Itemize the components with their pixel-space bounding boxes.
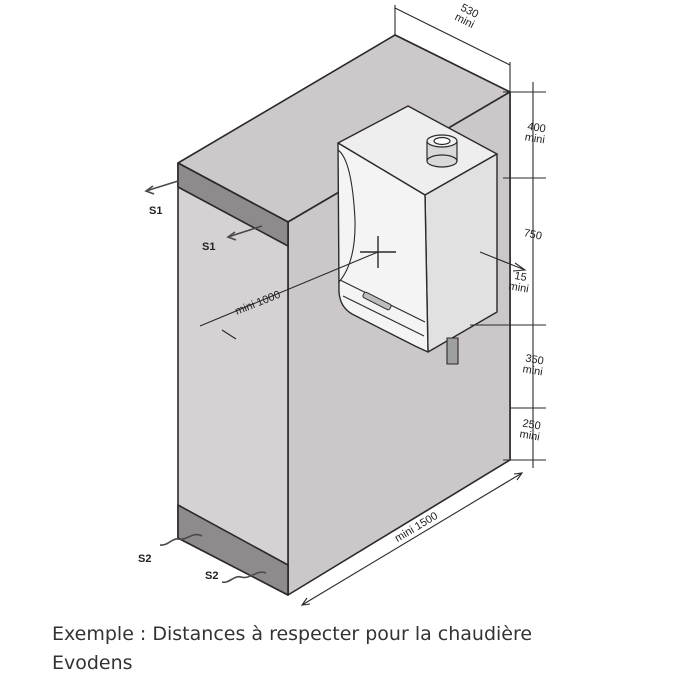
base-dimension-line: [301, 472, 523, 606]
installation-clearance-diagram: 530 mini 400 mini 750 15 mini 350 mini 2…: [138, 2, 546, 606]
side-gap-value: 15: [513, 270, 527, 284]
bottom-gap-value: 250: [521, 418, 541, 433]
figure-caption: Exemple : Distances à respecter pour la …: [52, 620, 672, 678]
ventilation-labels: S1 S1 S2 S2: [138, 205, 218, 582]
base-arrow-left: [300, 597, 311, 606]
control-slot-icon: [362, 291, 392, 311]
s1-inner-arrowhead: [226, 231, 237, 241]
s1-left-label: S1: [149, 205, 162, 217]
below-boiler-value: 350: [524, 353, 544, 368]
side-gap-note: mini: [508, 280, 530, 295]
side-gap-line: [479, 251, 526, 271]
reference-lines: [199, 5, 546, 606]
s1-shelf-band: [177, 162, 289, 247]
boiler-height-value: 750: [523, 227, 543, 243]
s2-left-wave-arrow: [159, 533, 203, 546]
s1-inner-arrow: [227, 225, 263, 238]
s1-left-arrowhead: [144, 185, 155, 195]
s2-inner-wave-arrow: [221, 571, 267, 584]
s2-left-label: S2: [138, 553, 151, 565]
top-width-dimension-line: [394, 7, 511, 66]
boiler-front: [337, 142, 429, 353]
above-boiler-note: mini: [524, 131, 546, 146]
boiler-front-curve: [337, 149, 356, 283]
s1-left-arrow: [145, 180, 179, 192]
base-arrow-right: [513, 472, 524, 481]
s2-inner-label: S2: [205, 570, 218, 582]
above-boiler-value: 400: [526, 121, 546, 136]
below-boiler-note: mini: [522, 363, 544, 378]
ventilation-arrows: [144, 180, 267, 584]
side-gap-arrow: [512, 262, 527, 272]
caption-line-2: Evodens: [52, 652, 133, 674]
bottom-gap-note: mini: [519, 428, 541, 443]
s1-inner-label: S1: [202, 241, 215, 253]
front-depth-tick: [221, 329, 237, 340]
flue-outlet-icon: [426, 134, 458, 168]
caption-line-1: Exemple : Distances à respecter pour la …: [52, 623, 533, 645]
front-depth-dimension-line: [199, 251, 379, 327]
pipe-icon: [446, 337, 459, 365]
boiler: [337, 105, 498, 365]
